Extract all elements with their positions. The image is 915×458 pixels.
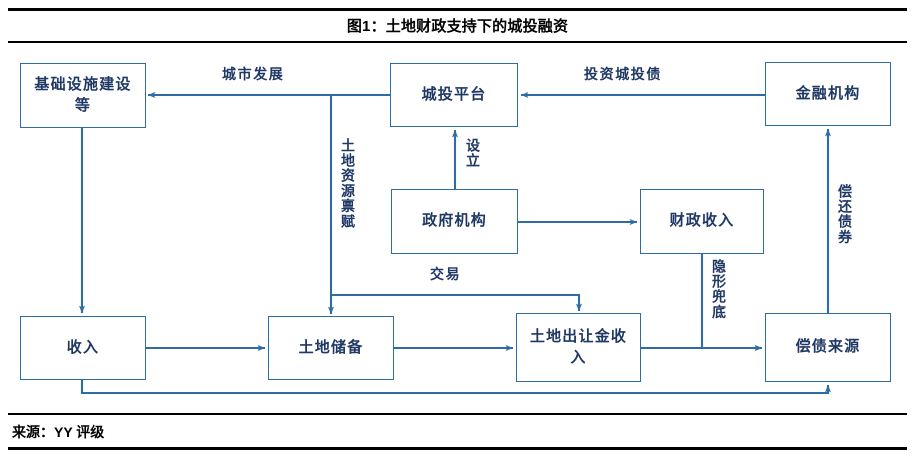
node-financial-institution-label: 金融机构 (795, 85, 861, 102)
edge-label-repay-bonds: 偿还债券 (836, 184, 851, 245)
node-infrastructure-label-line2: 等 (74, 97, 92, 114)
node-fiscal-revenue[interactable]: 财政收入 (640, 189, 764, 254)
node-financial-institution[interactable]: 金融机构 (765, 62, 891, 126)
node-infrastructure[interactable]: 基础设施建设 等 (20, 63, 146, 128)
node-platform-label: 城投平台 (421, 86, 487, 103)
title-rule-bottom (8, 41, 907, 43)
node-fiscal-revenue-label: 财政收入 (669, 213, 735, 230)
node-income[interactable]: 收入 (20, 316, 146, 380)
node-repayment-source-label: 偿债来源 (795, 339, 861, 356)
edge-label-transaction: 交易 (430, 268, 462, 283)
figure-source: 来源：YY 评级 (12, 424, 105, 440)
node-land-transfer-income-label-line2: 入 (570, 349, 587, 366)
node-platform[interactable]: 城投平台 (390, 63, 518, 127)
edge-label-invest-bonds: 投资城投债 (584, 68, 662, 83)
edge-label-urban-development: 城市发展 (222, 68, 285, 83)
node-income-label: 收入 (66, 339, 100, 356)
wire-income-repaysrc (80, 380, 831, 395)
node-land-transfer-income-label-line1: 土地出让金收 (529, 329, 628, 346)
node-repayment-source[interactable]: 偿债来源 (765, 313, 891, 382)
source-rule-top (8, 413, 907, 415)
node-infrastructure-label-line1: 基础设施建设 (34, 77, 132, 94)
node-land-transfer-income[interactable]: 土地出让金收 入 (516, 313, 641, 382)
node-land-reserve-label: 土地储备 (298, 339, 364, 356)
flowchart-diagram: 基础设施建设 等 城投平台 金融机构 政府机构 财政收入 收入 土地储备 土地出… (0, 44, 915, 412)
node-land-reserve[interactable]: 土地储备 (268, 316, 394, 380)
title-rule-top (8, 8, 907, 11)
node-government-label: 政府机构 (422, 213, 487, 230)
edge-label-land-endowment: 土地资源禀赋 (339, 138, 354, 230)
connector-lines (79, 92, 831, 395)
edge-label-implicit-guarantee: 隐形兜底 (710, 259, 725, 320)
wire-transaction (331, 293, 583, 312)
source-rule-bottom (8, 447, 907, 450)
node-government[interactable]: 政府机构 (391, 189, 518, 254)
edge-label-establish: 设立 (464, 138, 479, 169)
figure-title: 图1：土地财政支持下的城投融资 (346, 18, 569, 35)
